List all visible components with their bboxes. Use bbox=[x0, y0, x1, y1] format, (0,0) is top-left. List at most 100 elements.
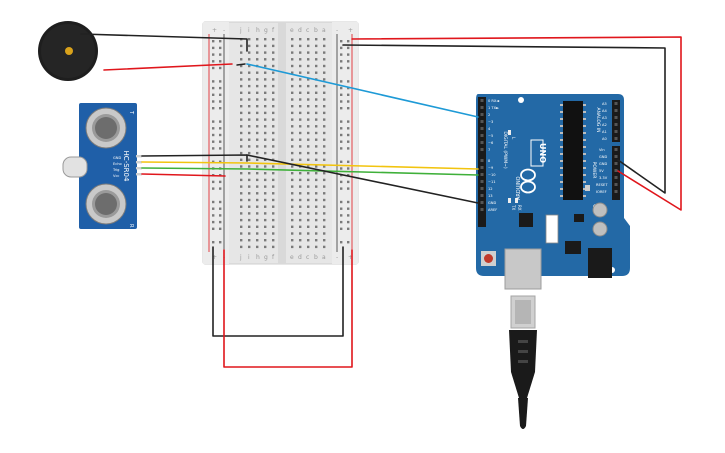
wire-buzzer-gnd[interactable] bbox=[80, 33, 248, 52]
breadboard-hole bbox=[248, 84, 251, 88]
wire-gnd[interactable] bbox=[342, 44, 666, 194]
analog-pin-hole bbox=[614, 102, 618, 105]
chip-pin bbox=[583, 181, 586, 183]
breadboard-hole bbox=[307, 131, 310, 135]
breadboard-hole bbox=[291, 64, 294, 68]
bb-letter: a bbox=[322, 27, 326, 34]
breadboard-hole bbox=[264, 225, 267, 228]
dc-jack[interactable] bbox=[588, 248, 612, 278]
breadboard-hole bbox=[299, 245, 302, 249]
breadboard-hole bbox=[264, 178, 267, 182]
breadboard-hole bbox=[323, 212, 326, 215]
breadboard-hole bbox=[291, 178, 294, 182]
breadboard-hole bbox=[323, 178, 326, 182]
rail-hole bbox=[219, 241, 222, 244]
bb-letter: i bbox=[248, 27, 250, 34]
sensor-pin-gnd[interactable] bbox=[136, 155, 142, 158]
rail-minus-label: - bbox=[336, 254, 338, 261]
breadboard-hole bbox=[264, 64, 267, 68]
rail-hole bbox=[347, 86, 350, 90]
arduino-uno[interactable]: 0 RX◄ 1 TX► 2 ~3 4 ~5 ~6 7 8 ~9 ~10 ~11 … bbox=[476, 94, 630, 290]
usb-cable[interactable] bbox=[509, 295, 537, 429]
breadboard-hole bbox=[272, 118, 275, 121]
brand-label: ARDUINO bbox=[516, 176, 522, 200]
breadboard-hole bbox=[256, 71, 259, 74]
breadboard-hole bbox=[272, 131, 275, 135]
breadboard-hole bbox=[256, 158, 259, 161]
breadboard-hole bbox=[248, 151, 251, 155]
breadboard-hole bbox=[240, 232, 243, 235]
breadboard-hole bbox=[264, 38, 267, 41]
power-pin-hole bbox=[614, 169, 618, 172]
breadboard-hole bbox=[264, 165, 267, 168]
rail-hole bbox=[212, 133, 215, 137]
power-pin-label: 5V bbox=[599, 169, 604, 173]
rail-hole bbox=[212, 214, 215, 217]
wire-blue-signal[interactable] bbox=[246, 63, 479, 118]
breadboard-hole bbox=[256, 165, 259, 168]
sensor-pin-vcc[interactable] bbox=[136, 173, 142, 176]
breadboard-hole bbox=[240, 131, 243, 135]
sensor-pin-label: Vcc bbox=[113, 174, 119, 178]
breadboard-hole bbox=[291, 145, 294, 148]
analog-pin-label: A4 bbox=[602, 109, 607, 113]
digital-pin-label: AREF bbox=[488, 208, 497, 212]
breadboard-hole bbox=[264, 185, 267, 188]
wire-gnd-arduino[interactable] bbox=[246, 154, 479, 204]
wire-rail-vcc-loop[interactable] bbox=[223, 249, 353, 368]
breadboard-hole bbox=[315, 185, 318, 188]
breadboard-hole bbox=[248, 105, 251, 108]
sensor-pin-echo[interactable] bbox=[136, 161, 142, 164]
piezo-buzzer[interactable] bbox=[38, 21, 98, 81]
arduino-logo bbox=[520, 168, 536, 194]
breadboard-hole bbox=[315, 125, 318, 128]
mount-hole bbox=[518, 97, 524, 103]
chip-pin bbox=[560, 104, 563, 106]
logo-loop-left bbox=[520, 168, 536, 182]
breadboard-hole bbox=[307, 245, 310, 249]
wire-5v[interactable] bbox=[351, 36, 682, 211]
breadboard-hole bbox=[299, 198, 302, 202]
breadboard-hole bbox=[323, 232, 326, 235]
breadboard-hole bbox=[323, 138, 326, 141]
breadboard-hole bbox=[315, 232, 318, 235]
rail-hole bbox=[340, 187, 343, 190]
breadboard-hole bbox=[264, 239, 267, 242]
sensor-pin-trig[interactable] bbox=[136, 167, 142, 170]
breadboard-hole bbox=[240, 71, 243, 74]
breadboard-hole bbox=[323, 98, 326, 101]
rail-hole bbox=[347, 147, 350, 150]
rail-hole bbox=[212, 93, 215, 96]
chip-pin bbox=[560, 125, 563, 127]
ultrasonic-sensor[interactable]: HC-SR04 T R GND Echo Trig Vcc bbox=[62, 103, 142, 229]
breadboard-hole bbox=[240, 218, 243, 222]
reset-button-cap[interactable] bbox=[484, 254, 493, 263]
chip-pin bbox=[560, 160, 563, 162]
breadboard-hole bbox=[240, 158, 243, 161]
wire-sensor-echo[interactable] bbox=[141, 161, 479, 170]
chip-pin bbox=[583, 104, 586, 106]
breadboard-hole bbox=[248, 212, 251, 215]
sensor-r-label: R bbox=[128, 224, 134, 228]
breadboard-hole bbox=[264, 58, 267, 61]
wire-sensor-trig[interactable] bbox=[141, 167, 479, 176]
wire-rail-gnd-loop[interactable] bbox=[212, 246, 344, 337]
breadboard-hole bbox=[323, 71, 326, 74]
digital-pin-hole bbox=[480, 127, 484, 130]
wire-jumper[interactable] bbox=[236, 63, 246, 66]
wire-sensor-vcc[interactable] bbox=[141, 173, 226, 177]
breadboard-hole bbox=[315, 138, 318, 141]
bb-letter: d bbox=[298, 27, 302, 34]
wire-buzzer-signal[interactable] bbox=[103, 63, 233, 71]
rail-hole bbox=[212, 40, 215, 43]
breadboard-hole bbox=[299, 138, 302, 141]
breadboard[interactable]: + - j i h g f e d c b a - + + - j i h g … bbox=[202, 21, 359, 265]
breadboard-hole bbox=[323, 239, 326, 242]
rail-hole bbox=[347, 80, 350, 83]
usb-port[interactable] bbox=[504, 248, 542, 290]
breadboard-hole bbox=[299, 192, 302, 195]
power-pin-label: Vin bbox=[599, 148, 605, 152]
analog-pin-hole bbox=[614, 137, 618, 140]
breadboard-hole bbox=[291, 58, 294, 61]
breadboard-hole bbox=[299, 84, 302, 88]
